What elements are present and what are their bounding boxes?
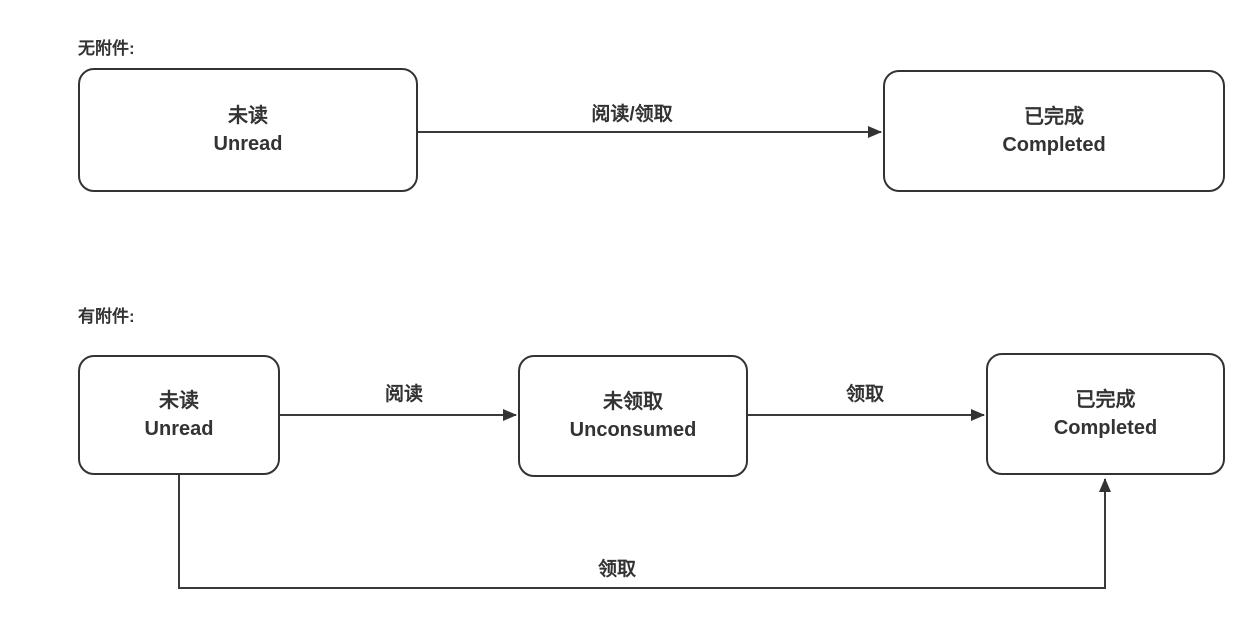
node-unconsumed: 未领取 Unconsumed — [518, 355, 748, 477]
edge-label-read: 阅读 — [382, 383, 426, 407]
node-label-en: Completed — [1053, 417, 1158, 439]
edge-label-claim: 领取 — [843, 383, 887, 407]
edge-label-read-claim: 阅读/领取 — [589, 103, 675, 127]
edge-claim-direct-line — [178, 475, 1111, 589]
section-title-with-attachment: 有附件: — [78, 307, 135, 326]
section-title-no-attachment: 无附件: — [78, 39, 135, 58]
node-label-zh: 未读 — [228, 105, 268, 127]
node-label-en: Unread — [144, 418, 214, 440]
node-label-en: Unconsumed — [569, 419, 697, 441]
edge-label-claim-direct: 领取 — [595, 558, 639, 582]
node-label-zh: 已完成 — [1024, 106, 1084, 128]
node-completed-with-attachment: 已完成 Completed — [986, 353, 1225, 475]
node-unread-with-attachment: 未读 Unread — [78, 355, 280, 475]
node-label-en: Completed — [1002, 134, 1106, 156]
node-label-zh: 未领取 — [603, 391, 663, 413]
node-unread-no-attachment: 未读 Unread — [78, 68, 418, 192]
node-label-zh: 已完成 — [1075, 389, 1136, 411]
node-label-zh: 未读 — [159, 390, 199, 412]
node-label-en: Unread — [213, 133, 283, 155]
node-completed-no-attachment: 已完成 Completed — [883, 70, 1225, 192]
